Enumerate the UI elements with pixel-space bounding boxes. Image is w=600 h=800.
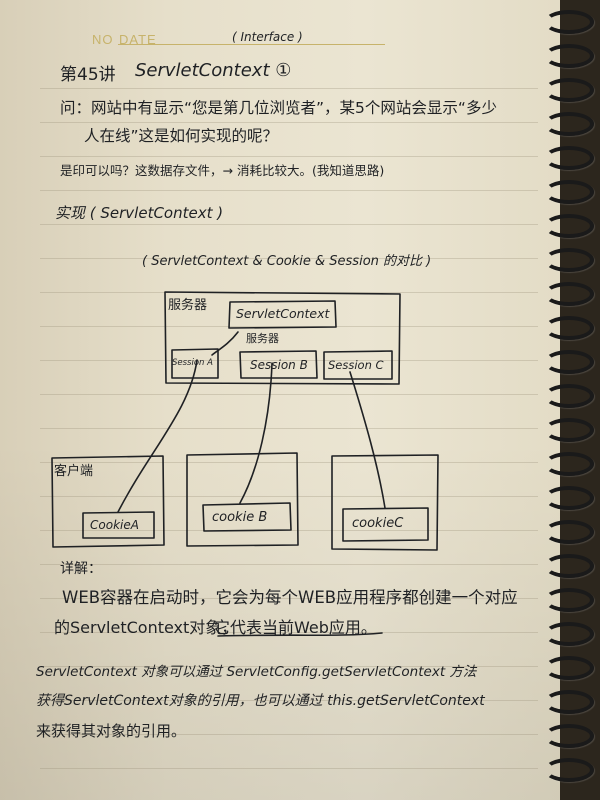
ruled-line: [40, 360, 538, 361]
binding-ring: [544, 520, 594, 544]
servlet-context-box: [228, 300, 337, 329]
session-b-box: [239, 350, 318, 379]
binding-ring: [544, 418, 594, 442]
server-label: 服务器: [168, 298, 208, 313]
connector-a: [117, 359, 198, 513]
lecture-title: ServletContext ①: [135, 60, 292, 81]
session-c-label: Session C: [328, 358, 384, 372]
binding-ring: [544, 44, 594, 68]
server-box: [164, 291, 401, 385]
binding-ring: [544, 656, 594, 680]
ruled-line: [40, 428, 538, 429]
binding-ring: [544, 282, 594, 306]
lecture-number: 第45讲: [60, 65, 116, 85]
emphasis-underline: [217, 632, 383, 637]
binding-ring: [544, 384, 594, 408]
explanation-line-4: 获得ServletContext对象的引用，也可以通过 this.getServ…: [36, 693, 485, 709]
binding-ring: [544, 622, 594, 646]
cookie-c-label: cookieC: [352, 516, 404, 531]
lecture-title-annotation: ( Interface ): [232, 30, 303, 44]
spiral-binding: [542, 0, 600, 800]
ruled-line: [40, 88, 538, 89]
session-b-label: Session B: [250, 358, 308, 372]
ruled-line: [40, 326, 538, 327]
notebook-page: NO DATE 第45讲 ServletContext ① ( Interfac…: [0, 0, 560, 800]
implementation-heading: 实现 ( ServletContext ): [55, 204, 224, 222]
binding-ring: [544, 554, 594, 578]
client-box-b: [186, 452, 299, 547]
header-date-label: DATE: [119, 32, 157, 47]
explanation-line-2-main: 的ServletContext对象，: [54, 618, 238, 637]
header-no-label: NO: [92, 32, 114, 47]
cookie-b-box: [202, 502, 292, 532]
binding-ring: [544, 588, 594, 612]
explanation-line-1: WEB容器在启动时，它会为每个WEB应用程序都创建一个对应: [62, 588, 518, 607]
header-no-line: [118, 44, 178, 45]
ruled-line: [40, 700, 538, 701]
connector-b: [239, 362, 273, 504]
cookie-c-box: [342, 507, 429, 542]
ruled-line: [40, 496, 538, 497]
ruled-line: [40, 394, 538, 395]
ruled-line: [40, 462, 538, 463]
question-line-2: 人在线”这是如何实现的呢？: [84, 127, 279, 145]
binding-ring: [544, 486, 594, 510]
architecture-diagram: [51, 291, 439, 637]
diagram-caption: ( ServletContext & Cookie & Session 的对比 …: [142, 254, 432, 269]
ruled-line: [40, 224, 538, 225]
ruled-line: [40, 598, 538, 599]
binding-ring: [544, 316, 594, 340]
connector-c: [349, 371, 386, 509]
idea-line: 是印可以吗？这数据存文件，→ 消耗比较大。(我知道思路): [60, 163, 385, 178]
ruled-line: [40, 190, 538, 191]
client-label: 客户端: [54, 464, 94, 479]
cookie-b-label: cookie B: [212, 510, 268, 525]
session-a-box: [171, 348, 219, 379]
connector-context-a: [211, 331, 239, 356]
explanation-line-3: ServletContext 对象可以通过 ServletConfig.getS…: [36, 664, 477, 680]
binding-ring: [544, 724, 594, 748]
ruled-line: [40, 632, 538, 633]
header-date-line: [165, 44, 385, 45]
binding-ring: [544, 10, 594, 34]
explanation-line-5: 来获得其对象的引用。: [36, 722, 187, 740]
binding-ring: [544, 180, 594, 204]
servlet-context-label: ServletContext: [236, 306, 330, 321]
cookie-a-box: [82, 511, 155, 539]
ruled-line: [40, 666, 538, 667]
binding-ring: [544, 350, 594, 374]
binding-ring: [544, 690, 594, 714]
binding-ring: [544, 146, 594, 170]
ruled-line: [40, 258, 538, 259]
service-area-label: 服务器: [246, 332, 279, 345]
explanation-heading: 详解：: [60, 561, 102, 577]
binding-ring: [544, 452, 594, 476]
binding-ring: [544, 758, 594, 782]
ruled-line: [40, 564, 538, 565]
question-line-1: 问：网站中有显示“您是第几位浏览者”，某5个网站会显示“多少: [60, 99, 497, 117]
session-a-label: Session A: [172, 358, 213, 368]
binding-ring: [544, 248, 594, 272]
ruled-line: [40, 156, 538, 157]
session-c-box: [323, 350, 393, 380]
explanation-line-2-emphasis: 它代表当前Web应用。: [214, 618, 377, 637]
ruled-line: [40, 734, 538, 735]
binding-ring: [544, 112, 594, 136]
client-box-a: [51, 455, 165, 548]
ruled-line: [40, 768, 538, 769]
ruled-line: [40, 122, 538, 123]
binding-ring: [544, 214, 594, 238]
client-box-c: [331, 454, 439, 551]
binding-ring: [544, 78, 594, 102]
cookie-a-label: CookieA: [90, 518, 139, 532]
